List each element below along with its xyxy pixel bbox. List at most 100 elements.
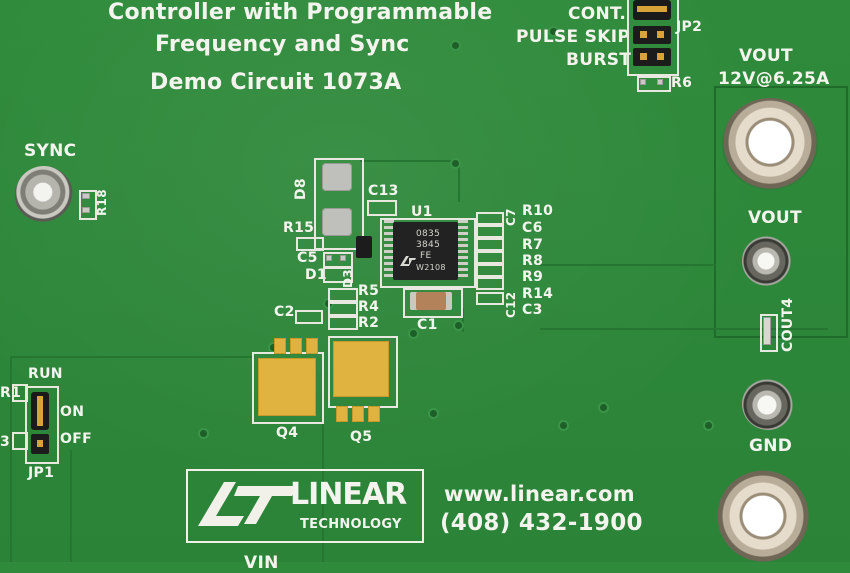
trace-q5-down: [322, 420, 324, 562]
q4-pin-pad: [306, 338, 318, 354]
sync-turret[interactable]: [15, 166, 73, 224]
vout-top-label: VOUT: [739, 46, 793, 66]
q4-drain-pad: [258, 358, 316, 416]
trace-bottom-vertical: [70, 450, 72, 562]
via: [550, 28, 557, 35]
r6-label: R6: [671, 75, 693, 91]
logo-brand: LINEAR: [290, 477, 407, 512]
on-label: ON: [60, 404, 85, 420]
r14-label: R14: [522, 286, 554, 302]
r2-footprint: [328, 316, 358, 330]
r2-label: R2: [358, 315, 380, 331]
c5-label: C5: [297, 250, 318, 266]
u1-mark-4: W2108: [416, 263, 446, 272]
r4-label: R4: [358, 299, 380, 315]
run-label: RUN: [28, 366, 63, 382]
c2-label: C2: [274, 304, 295, 320]
vout-terminal[interactable]: [722, 98, 818, 190]
trace-r8-vout: [540, 264, 716, 266]
contact-phone: (408) 432-1900: [440, 510, 643, 536]
r15-label: R15: [283, 220, 315, 236]
via: [560, 422, 567, 429]
u1-footprint: [380, 218, 476, 288]
trace-c3-vout: [540, 328, 828, 330]
r7-footprint: [476, 238, 504, 251]
lt-logo-icon: [400, 256, 416, 266]
jp2-pin: [657, 31, 664, 38]
gnd-turret[interactable]: [742, 378, 794, 430]
r9-label: R9: [522, 269, 544, 285]
c1-label: C1: [417, 317, 438, 333]
q4-label: Q4: [276, 425, 299, 441]
via: [455, 322, 462, 329]
q5-label: Q5: [350, 429, 373, 445]
c5-pad: [326, 255, 332, 261]
via: [200, 430, 207, 437]
jp2-pin: [640, 31, 647, 38]
title-line-2: Frequency and Sync: [155, 32, 410, 57]
jp1-pin: [37, 396, 43, 426]
r9-footprint: [476, 264, 504, 277]
jp2-pin: [657, 53, 664, 60]
jp2-label-cont: CONT.: [568, 4, 627, 24]
q4-footprint: [252, 352, 324, 424]
q4-gate-pad: [274, 338, 286, 354]
d8-pad-bottom: [322, 208, 352, 236]
d8-footprint: [314, 158, 364, 250]
u1-chip[interactable]: [393, 222, 458, 280]
q4-pin-pad: [290, 338, 302, 354]
r3-footprint: [12, 432, 28, 450]
vout-rating-label: 12V@6.25A: [718, 69, 830, 89]
q5-pin-pad: [352, 406, 364, 422]
vin-partial-label: VIN: [244, 553, 279, 573]
u1-mark-2: 3845: [416, 240, 441, 250]
jp2-pin: [640, 53, 647, 60]
cout4-label: COUT4: [780, 297, 796, 352]
lt-logo-icon: [198, 482, 298, 526]
c13-label: C13: [368, 183, 399, 199]
d1-footprint: [323, 267, 353, 283]
gnd-terminal[interactable]: [715, 470, 811, 566]
r4-footprint: [328, 302, 358, 316]
cout4-footprint: [760, 314, 778, 352]
via: [705, 422, 712, 429]
c3-footprint: [476, 292, 504, 305]
r18-label: R18: [95, 189, 109, 216]
title-line-1: Controller with Programmable: [108, 0, 493, 25]
c1-footprint: [403, 288, 463, 318]
via: [430, 410, 437, 417]
d1-label: D1: [305, 267, 327, 283]
linear-logo-box: [186, 469, 424, 543]
u1-mark-3: FE: [420, 251, 432, 261]
r8-footprint: [476, 251, 504, 264]
r18-pad: [82, 193, 90, 199]
via: [452, 42, 459, 49]
d8-label: D8: [293, 178, 309, 200]
jp2-pin-row-3: [633, 48, 671, 66]
sync-label: SYNC: [24, 141, 77, 161]
u1-mark-1: 0835: [416, 229, 441, 239]
d3-label: D3: [341, 269, 355, 288]
via: [452, 160, 459, 167]
via: [600, 404, 607, 411]
vout-turret-label: VOUT: [748, 208, 802, 228]
r18-pad: [82, 207, 90, 213]
d-small-diode: [356, 236, 372, 258]
title-line-3: Demo Circuit 1073A: [150, 70, 402, 95]
contact-url: www.linear.com: [444, 482, 635, 506]
c1-capacitor: [410, 292, 452, 310]
u1-pins: [384, 220, 468, 277]
trace-left-horizontal: [10, 356, 255, 358]
c6-label: C6: [522, 220, 543, 236]
r18-footprint: [79, 190, 97, 220]
vout-turret[interactable]: [742, 236, 792, 286]
c7-label: C7: [504, 208, 518, 226]
jp2-label-burst: BURST: [566, 50, 632, 70]
c12-label: C12: [504, 291, 518, 318]
c3-label: C3: [522, 302, 543, 318]
r10-label: R10: [522, 203, 554, 219]
jp1-pin: [37, 440, 43, 447]
c5-pad: [340, 255, 346, 261]
c2-footprint: [295, 310, 323, 324]
